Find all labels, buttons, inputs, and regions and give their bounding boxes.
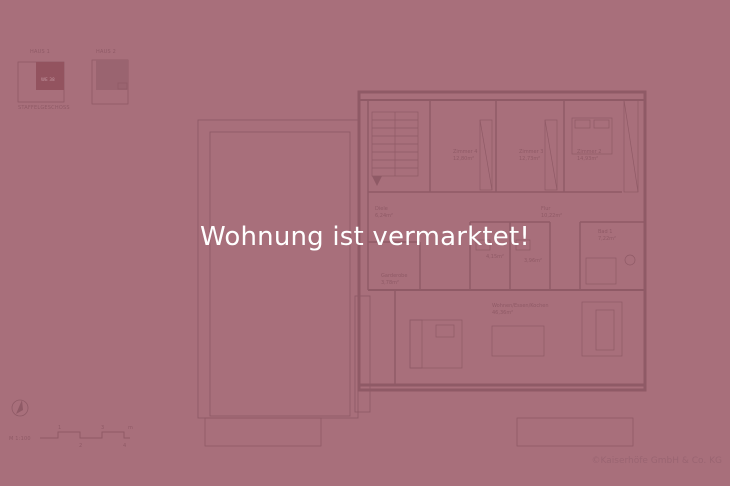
key-plan-floor-label: STAFFELGESCHOSS [18,105,70,111]
bathroom-fixtures [475,239,636,285]
living-furniture [409,301,623,369]
room-area-bad1: 7,22m² [598,236,616,242]
staircase [371,111,419,186]
room-area-wc: 4,15m² [486,254,504,260]
bed [571,117,613,155]
room-area-diele: 6,24m² [375,213,393,219]
scale-tick-3: 3 [101,425,104,431]
scale-label: M 1:100 [9,436,31,442]
copyright-notice: ©Kaiserhöfe GmbH & Co. KG [591,456,723,466]
scale-tick-m: m [128,425,133,431]
scale-tick-2: 2 [79,443,82,449]
room-area-flur: 10,22m² [541,213,562,219]
room-area-zimmer4: 12,80m² [453,156,474,162]
apartment-walls [357,90,647,392]
room-area-zimmer2: 14,93m² [577,156,598,162]
room-label-bad1: Bad 1 [598,229,612,235]
room-label-diele: Diele [375,206,388,212]
status-message: Wohnung ist vermarktet! [199,222,531,252]
room-label-zimmer4: Zimmer 4 [453,149,477,155]
room-label-zimmer2: Zimmer 2 [577,149,601,155]
scale-tick-4: 4 [123,443,126,449]
key-plan-unit-highlight [36,62,64,90]
room-area-zimmer3: 12,73m² [519,156,540,162]
room-label-wohnen: Wohnen/Essen/Kochen [492,303,549,309]
scale-bar: M 1:100 1 2 3 4 m [9,425,133,449]
terrace-outline [197,119,371,419]
room-area-abst: 3,96m² [524,258,542,264]
balconies [204,417,634,447]
key-plan-haus2-label: HAUS 2 [96,49,116,55]
key-plan-unit-label: WE 38 [41,77,55,82]
key-plan: HAUS 1 HAUS 2 WE 38 STAFFELGESCHOSS [17,49,129,111]
room-labels: Zimmer 4 12,80m² Zimmer 3 12,73m² Zimmer… [375,149,616,316]
room-label-zimmer3: Zimmer 3 [519,149,543,155]
wardrobes [479,99,639,193]
room-label-flur: Flur [541,206,551,212]
key-plan-haus1-label: HAUS 1 [30,49,50,55]
scale-tick-1: 1 [58,425,61,431]
room-label-garderobe: Garderobe [381,273,407,279]
room-area-wohnen: 46,36m² [492,310,513,316]
room-area-garderobe: 3,78m² [381,280,399,286]
north-arrow-icon [11,399,29,417]
